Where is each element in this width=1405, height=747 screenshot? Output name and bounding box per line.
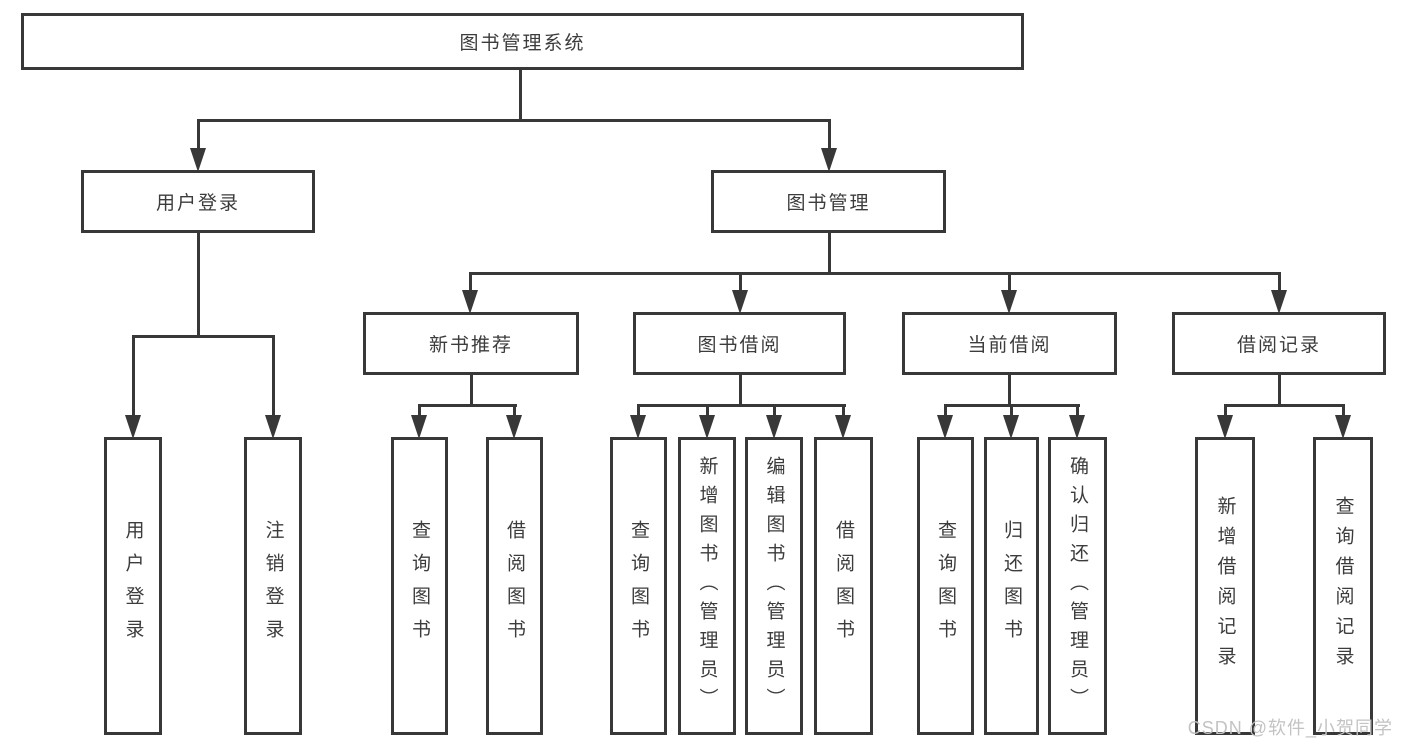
arrow-down-icon — [1003, 404, 1019, 439]
connector-hline-book-management-split — [469, 272, 1281, 275]
arrow-down-icon — [506, 404, 522, 439]
leaf-borrow-books-recommend-label: 借阅图书 — [504, 520, 525, 652]
connector-vline-book-management — [828, 233, 831, 274]
connector-vline-new-book-recommend — [470, 375, 473, 406]
leaf-add-books-admin-label: 新增图书（管理员） — [696, 455, 718, 717]
arrow-down-icon — [821, 119, 837, 172]
connector-vline-book-borrow — [739, 375, 742, 406]
arrow-down-icon — [462, 272, 478, 314]
arrow-down-icon — [937, 404, 953, 439]
leaf-user-login-label: 用户登录 — [122, 520, 144, 652]
arrow-down-icon — [1271, 272, 1287, 314]
arrow-down-icon — [732, 272, 748, 314]
connector-hline-borrow-record-split — [1224, 404, 1345, 407]
node-current-borrow: 当前借阅 — [902, 312, 1117, 375]
connector-vline-current-borrow — [1008, 375, 1011, 406]
connector-hline-root-split — [197, 119, 831, 122]
arrow-down-icon — [766, 404, 782, 439]
leaf-logout-label: 注销登录 — [262, 520, 284, 652]
watermark-text: CSDN @软件_小贺同学 — [1187, 718, 1393, 738]
arrow-down-icon — [411, 404, 427, 439]
leaf-query-books-borrow-label: 查询图书 — [628, 520, 649, 652]
leaf-borrow-books-label: 借阅图书 — [833, 520, 854, 652]
leaf-query-books-current-label: 查询图书 — [935, 520, 956, 652]
node-root: 图书管理系统 — [21, 13, 1024, 70]
leaf-query-borrow-record-label: 查询借阅记录 — [1332, 496, 1354, 676]
leaf-borrow-books-recommend: 借阅图书 — [486, 437, 543, 735]
leaf-return-books: 归还图书 — [984, 437, 1039, 735]
leaf-query-books-recommend: 查询图书 — [391, 437, 448, 735]
connector-vline-user-login — [197, 233, 200, 337]
leaf-edit-books-admin-label: 编辑图书（管理员） — [763, 455, 785, 717]
arrow-down-icon — [699, 404, 715, 439]
leaf-confirm-return-admin: 确认归还（管理员） — [1048, 437, 1107, 735]
leaf-add-borrow-record-label: 新增借阅记录 — [1214, 496, 1236, 676]
arrow-down-icon — [190, 119, 206, 172]
arrow-down-icon — [630, 404, 646, 439]
leaf-user-login: 用户登录 — [104, 437, 162, 735]
arrow-down-icon — [1001, 272, 1017, 314]
node-borrow-record: 借阅记录 — [1172, 312, 1386, 375]
leaf-return-books-label: 归还图书 — [1001, 520, 1022, 652]
leaf-query-books-current: 查询图书 — [917, 437, 974, 735]
connector-vline-borrow-record — [1278, 375, 1281, 406]
connector-hline-book-borrow-split — [637, 404, 846, 407]
leaf-add-books-admin: 新增图书（管理员） — [678, 437, 736, 735]
arrow-down-icon — [1335, 404, 1351, 439]
arrow-down-icon — [1217, 404, 1233, 439]
leaf-query-borrow-record: 查询借阅记录 — [1313, 437, 1373, 735]
leaf-edit-books-admin: 编辑图书（管理员） — [745, 437, 803, 735]
leaf-borrow-books: 借阅图书 — [814, 437, 873, 735]
connector-vline-root — [519, 70, 522, 121]
leaf-query-books-recommend-label: 查询图书 — [409, 520, 430, 652]
connector-hline-new-book-recommend-split — [418, 404, 517, 407]
arrow-down-icon — [835, 404, 851, 439]
arrow-down-icon — [265, 335, 281, 439]
leaf-query-books-borrow: 查询图书 — [610, 437, 667, 735]
node-new-book-recommend: 新书推荐 — [363, 312, 579, 375]
connector-hline-user-login-split — [132, 335, 275, 338]
leaf-logout: 注销登录 — [244, 437, 302, 735]
arrow-down-icon — [125, 335, 141, 439]
leaf-confirm-return-admin-label: 确认归还（管理员） — [1067, 455, 1088, 717]
arrow-down-icon — [1069, 404, 1085, 439]
node-book-borrow: 图书借阅 — [633, 312, 846, 375]
node-book-management: 图书管理 — [711, 170, 946, 233]
leaf-add-borrow-record: 新增借阅记录 — [1195, 437, 1255, 735]
node-user-login: 用户登录 — [81, 170, 315, 233]
